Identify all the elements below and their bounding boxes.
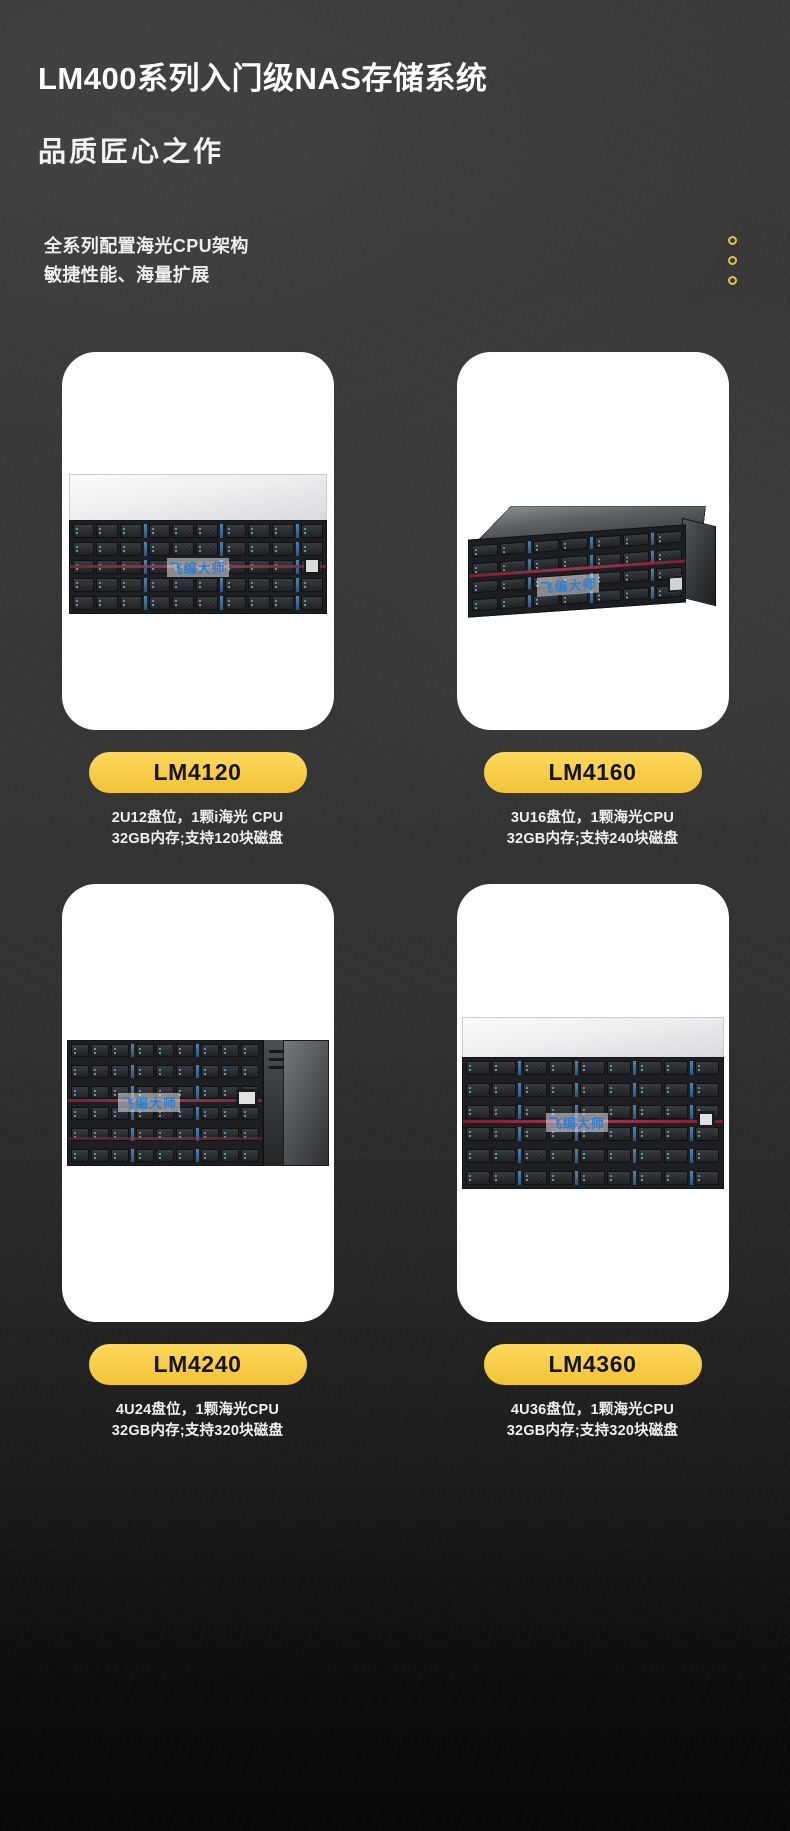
server-control-panel: [262, 1040, 284, 1167]
product-spec-line-1: 4U36盘位，1颗海光CPU: [510, 1402, 675, 1419]
server-illustration: 飞编大师: [461, 1017, 724, 1190]
circle-dot-icon: [728, 276, 737, 285]
product-name-badge[interactable]: LM4160: [483, 752, 702, 793]
product-photo: 飞编大师: [456, 352, 729, 730]
tagline: 全系列配置海光CPU架构 敏捷性能、海量扩展: [44, 232, 249, 290]
product-name-badge[interactable]: LM4360: [483, 1344, 702, 1386]
server-illustration: 飞编大师: [66, 1040, 329, 1167]
tagline-line-1: 全系列配置海光CPU架构: [44, 236, 249, 256]
page-subtitle: 品质匠心之作: [38, 136, 225, 168]
product-grid: 飞编大师 LM4120 2U12盘位，1颗i海光 CPU 32GB内存;支持12…: [0, 352, 790, 1442]
product-card-lm4160[interactable]: 飞编大师 LM4160 3U16盘位，1颗海光CPU 32GB内存;支持240块…: [395, 352, 790, 850]
server-side-panel: [681, 517, 716, 607]
watermark: 飞编大师: [545, 1113, 608, 1133]
tagline-line-2: 敏捷性能、海量扩展: [44, 265, 210, 286]
circle-dot-icon: [728, 256, 737, 265]
product-photo: 飞编大师: [456, 884, 729, 1323]
product-spec-line-1: 3U16盘位，1颗海光CPU: [510, 810, 675, 826]
status-display: [303, 558, 320, 574]
server-top-lid: [461, 1017, 724, 1058]
product-card-lm4120[interactable]: 飞编大师 LM4120 2U12盘位，1颗i海光 CPU 32GB内存;支持12…: [0, 352, 395, 850]
product-spec: 4U36盘位，1颗海光CPU 32GB内存;支持320块磁盘: [507, 1400, 678, 1442]
decorative-dots: [728, 236, 737, 285]
watermark: 飞编大师: [166, 558, 229, 577]
product-spec: 4U24盘位，1颗海光CPU 32GB内存;支持320块磁盘: [112, 1400, 283, 1442]
server-side-cover: [282, 1040, 329, 1167]
product-name-badge[interactable]: LM4240: [88, 1344, 307, 1386]
product-spec-line-1: 4U24盘位，1颗海光CPU: [115, 1402, 280, 1419]
product-spec-line-2: 32GB内存;支持240块磁盘: [506, 831, 679, 848]
product-name-badge[interactable]: LM4120: [88, 752, 307, 793]
server-chassis: 飞编大师: [467, 524, 686, 618]
server-chassis: 飞编大师: [461, 1057, 724, 1190]
circle-dot-icon: [728, 236, 737, 245]
product-photo: 飞编大师: [61, 352, 334, 730]
product-card-lm4360[interactable]: 飞编大师 LM4360 4U36盘位，1颗海光CPU 32GB内存;支持320块…: [395, 884, 790, 1442]
poster-header: LM400系列入门级NAS存储系统 品质匠心之作: [38, 60, 638, 169]
product-spec-line-2: 32GB内存;支持320块磁盘: [506, 1423, 679, 1440]
product-row: 飞编大师 LM4240 4U24盘位，1颗海光CPU 32GB: [0, 884, 790, 1442]
server-illustration: 飞编大师: [68, 474, 327, 614]
server-illustration: 飞编大师: [467, 466, 718, 618]
page-title: LM400系列入门级NAS存储系统: [38, 61, 488, 96]
server-chassis: 飞编大师: [66, 1040, 263, 1167]
product-row: 飞编大师 LM4120 2U12盘位，1颗i海光 CPU 32GB内存;支持12…: [0, 352, 790, 850]
product-spec-line-2: 32GB内存;支持120块磁盘: [111, 831, 284, 848]
product-spec-line-2: 32GB内存;支持320块磁盘: [111, 1423, 284, 1440]
product-card-lm4240[interactable]: 飞编大师 LM4240 4U24盘位，1颗海光CPU 32GB: [0, 884, 395, 1442]
status-display: [235, 1089, 258, 1108]
server-top-lid: [68, 474, 327, 520]
server-chassis: 飞编大师: [68, 520, 327, 614]
product-photo: 飞编大师: [61, 884, 334, 1323]
product-spec-line-1: 2U12盘位，1颗i海光 CPU: [111, 810, 284, 826]
product-spec: 3U16盘位，1颗海光CPU 32GB内存;支持240块磁盘: [507, 808, 678, 850]
status-display: [667, 575, 684, 593]
product-spec: 2U12盘位，1颗i海光 CPU 32GB内存;支持120块磁盘: [112, 808, 284, 850]
status-display: [696, 1111, 715, 1129]
watermark: 飞编大师: [117, 1093, 180, 1113]
